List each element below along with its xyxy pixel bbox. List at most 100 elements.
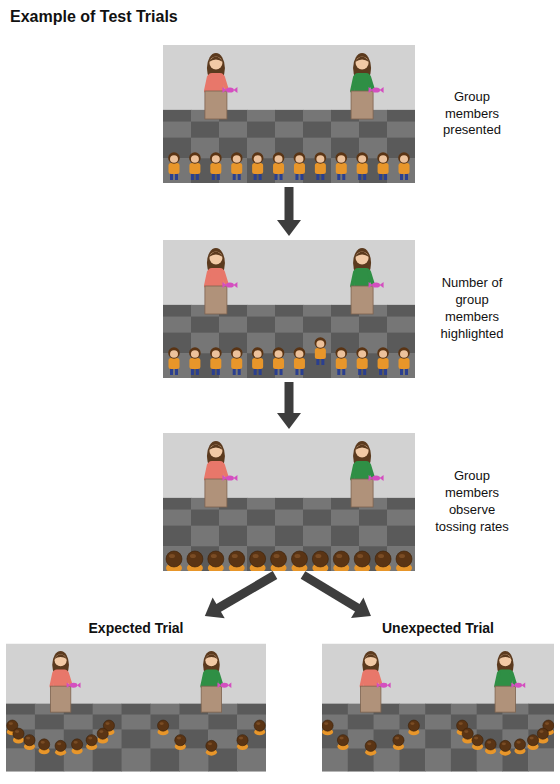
face: [233, 155, 241, 163]
arrow-head: [277, 220, 301, 236]
bangs: [364, 654, 377, 659]
head: [356, 57, 369, 70]
head: [356, 252, 369, 265]
head: [168, 152, 180, 164]
floor-tile: [163, 526, 192, 547]
candy-box: [495, 686, 515, 712]
floor-tile: [425, 704, 451, 715]
floor-tile: [451, 704, 477, 715]
arrow-shaft: [218, 575, 275, 608]
face: [358, 155, 366, 163]
child-figure: [294, 347, 306, 375]
legs: [275, 173, 278, 180]
head: [39, 739, 50, 750]
child-figure: [158, 720, 169, 735]
child-figure: [354, 551, 370, 571]
body: [231, 358, 242, 369]
label-holder: Number of group members highlighted: [429, 275, 515, 343]
child-figure: [273, 347, 285, 375]
woman-figure: [351, 248, 384, 314]
floor-tile: [374, 748, 400, 771]
child-figure: [166, 551, 182, 571]
child-figure: [231, 152, 243, 180]
floor-tile: [93, 748, 122, 771]
child-figure: [210, 347, 222, 375]
hair-shine: [232, 554, 238, 558]
hair-shine: [169, 554, 175, 558]
candy-box: [361, 686, 381, 712]
bangs: [355, 445, 369, 451]
head: [398, 347, 410, 359]
floor-tile: [348, 715, 374, 730]
hair-shine: [530, 737, 534, 740]
scene-background: [6, 644, 266, 772]
head: [356, 347, 368, 359]
woman-figure: [351, 53, 384, 119]
face: [295, 350, 303, 358]
child-figure: [168, 152, 180, 180]
face: [358, 350, 366, 358]
child-figure: [271, 551, 287, 571]
child-figure: [365, 740, 376, 755]
floor-tile: [502, 715, 528, 730]
legs: [212, 173, 215, 180]
arrow-head: [277, 413, 301, 429]
child-figure: [322, 720, 333, 735]
legs: [316, 358, 319, 365]
scene-panel: Group members observe tossing rates: [163, 433, 415, 571]
floor-tile: [6, 704, 35, 715]
body: [169, 358, 180, 369]
legs: [316, 173, 319, 180]
child-figure: [315, 152, 327, 180]
child-figure: [97, 728, 108, 743]
head: [537, 728, 548, 739]
child-figure: [356, 347, 368, 375]
floor-tile: [359, 526, 388, 547]
floor-tile: [150, 704, 179, 715]
legs: [175, 368, 178, 375]
woman-figure: [205, 53, 238, 119]
child-figure: [237, 735, 248, 750]
trial-heading: Unexpected Trial: [322, 620, 554, 638]
floor-tile: [35, 715, 64, 730]
candy-box: [50, 686, 70, 712]
head: [377, 152, 389, 164]
head: [55, 654, 67, 666]
head: [315, 152, 327, 164]
child-figure: [39, 739, 50, 754]
hair-shine: [160, 722, 164, 725]
head: [356, 445, 369, 458]
floor-tile: [64, 715, 93, 730]
body: [315, 163, 326, 174]
child-figure: [335, 347, 347, 375]
floor-tile: [331, 510, 360, 527]
head: [333, 551, 349, 567]
floor-tile: [163, 305, 192, 317]
body: [399, 163, 410, 174]
floor-tile: [122, 748, 151, 771]
floor-tile: [387, 317, 415, 334]
hair-shine: [57, 742, 61, 745]
head: [273, 347, 285, 359]
candy-wrapper: [511, 682, 525, 688]
body: [252, 358, 263, 369]
scene-panel: Expected Trial: [6, 620, 266, 772]
legs: [254, 173, 257, 180]
woman-figure: [351, 441, 384, 507]
head: [393, 735, 404, 746]
head: [315, 337, 327, 349]
hair-shine: [336, 554, 342, 558]
legs: [400, 368, 403, 375]
face: [212, 155, 220, 163]
body: [336, 358, 347, 369]
legs: [191, 173, 194, 180]
hair-shine: [367, 742, 371, 745]
floor-tile: [387, 510, 415, 527]
candy-wrapper: [222, 282, 237, 288]
legs: [259, 173, 262, 180]
hair-shine: [474, 737, 478, 740]
floor-tile: [191, 510, 220, 527]
floor-tile: [374, 715, 400, 730]
floor-tile: [122, 729, 151, 748]
